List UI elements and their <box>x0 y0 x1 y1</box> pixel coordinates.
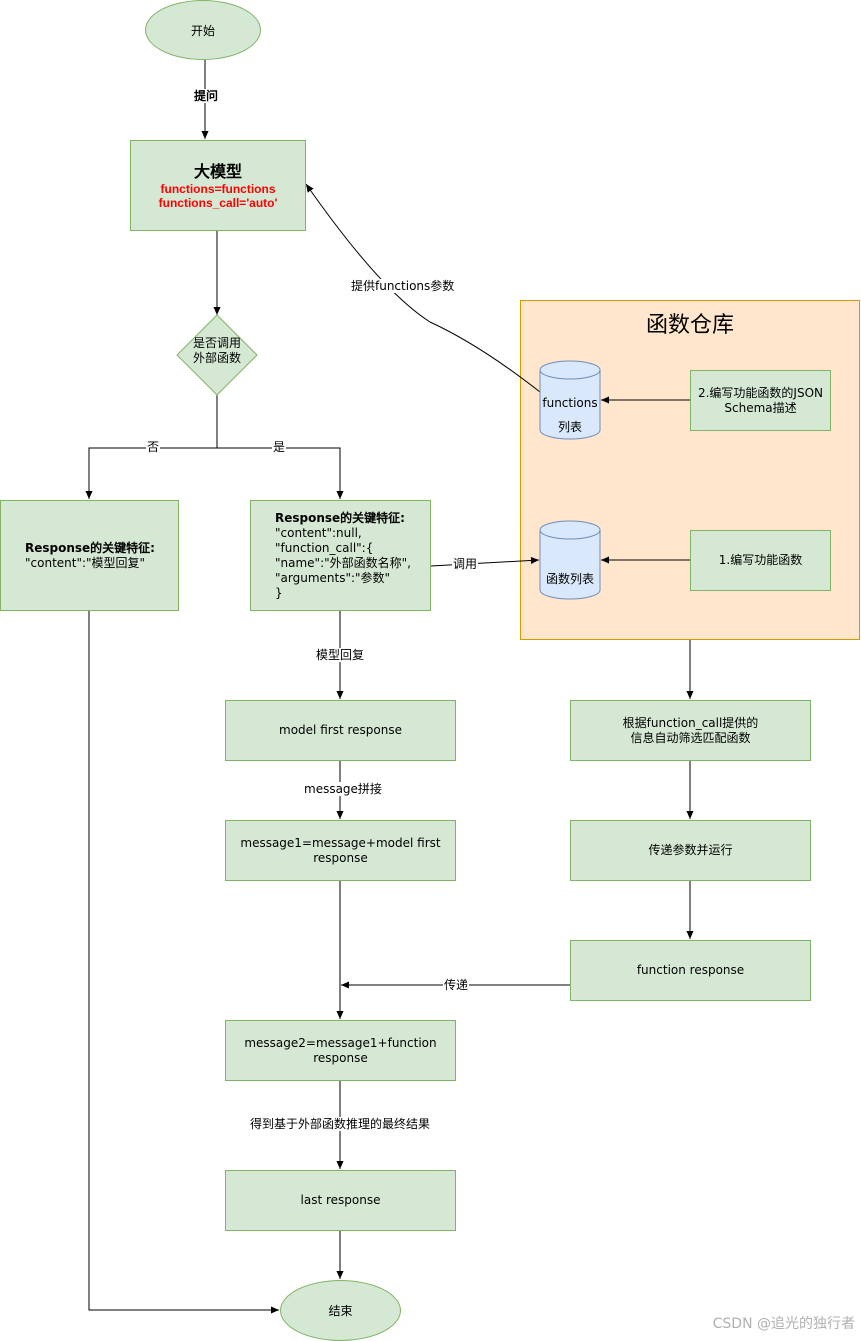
edge-functions-to-llm <box>305 183 541 393</box>
response-yes-line1: "content":null, <box>275 525 362 540</box>
edge-label-final: 得到基于外部函数推理的最终结果 <box>249 1117 432 1131</box>
function-response-node: function response <box>570 940 811 1001</box>
functions-list-label: functions 列表 <box>540 396 600 434</box>
message1-node: message1=message+model first response <box>225 820 456 881</box>
response-no-content: "content":"模型回复" <box>25 555 146 570</box>
function-list-label: 函数列表 <box>545 572 594 586</box>
edge-no-to-end <box>88 610 279 1314</box>
decision-diamond <box>176 314 258 396</box>
functions-list-line1: functions <box>542 396 598 410</box>
edge-decision-no <box>85 447 217 499</box>
message2-label: message2=message1+function response <box>244 1035 437 1065</box>
last-response-node: last response <box>225 1170 456 1231</box>
json-schema-line2: Schema描述 <box>724 400 797 415</box>
llm-node: 大模型 functions=functions functions_call='… <box>130 140 306 231</box>
warehouse-title: 函数仓库 <box>645 313 734 338</box>
response-yes-node: Response的关键特征: "content":null, "function… <box>250 500 431 611</box>
edge-decision-yes <box>217 447 344 499</box>
functions-list-cylinder <box>539 360 601 440</box>
json-schema-node: 2.编写功能函数的JSON Schema描述 <box>690 370 831 431</box>
pass-and-run-label: 传递参数并运行 <box>648 843 733 857</box>
watermark: CSDN @追光的独行者 <box>712 1316 855 1332</box>
edge-call <box>430 556 540 567</box>
edge-label-ask: 提问 <box>193 89 220 103</box>
llm-param-functions-call: functions_call='auto' <box>158 195 278 210</box>
message1-label: message1=message+model first response <box>240 835 441 865</box>
model-first-response-node: model first response <box>225 700 456 761</box>
model-first-response-label: model first response <box>279 723 402 737</box>
match-function-line2: 信息自动筛选匹配函数 <box>630 730 751 745</box>
message2-node: message2=message1+function response <box>225 1020 456 1081</box>
response-yes-heading: Response的关键特征: <box>275 510 405 525</box>
response-yes-line2: "function_call":{ <box>275 540 374 555</box>
write-function-node: 1.编写功能函数 <box>690 530 831 591</box>
start-node: 开始 <box>145 0 261 60</box>
decision-line1: 是否调用 <box>192 336 241 350</box>
response-yes-line3: "name":"外部函数名称", <box>275 555 411 570</box>
llm-param-functions: functions=functions <box>160 181 276 196</box>
edge-label-call: 调用 <box>452 557 479 571</box>
response-yes-line5: } <box>275 585 283 600</box>
match-function-line1: 根据function_call提供的 <box>622 715 759 730</box>
edge-label-provide-params: 提供functions参数 <box>350 279 456 293</box>
decision-line2: 外部函数 <box>192 351 241 365</box>
write-function-label: 1.编写功能函数 <box>718 553 803 567</box>
edge-label-model-reply: 模型回复 <box>315 648 366 662</box>
response-no-heading: Response的关键特征: <box>25 540 155 555</box>
edge-label-yes: 是 <box>272 440 287 454</box>
end-label: 结束 <box>328 1304 353 1318</box>
llm-title: 大模型 <box>193 161 242 181</box>
edge-label-pass: 传递 <box>443 978 470 992</box>
response-no-node: Response的关键特征: "content":"模型回复" <box>0 500 179 611</box>
functions-list-line2: 列表 <box>557 420 582 434</box>
json-schema-line1: 2.编写功能函数的JSON <box>697 385 824 400</box>
function-response-label: function response <box>636 963 745 977</box>
decision-label: 是否调用 外部函数 <box>177 336 257 366</box>
start-label: 开始 <box>190 23 215 38</box>
pass-and-run-node: 传递参数并运行 <box>570 820 811 881</box>
function-list-cylinder <box>539 520 601 600</box>
edge-label-concat: message拼接 <box>303 782 383 796</box>
match-function-node: 根据function_call提供的 信息自动筛选匹配函数 <box>570 700 811 761</box>
edge-label-no: 否 <box>146 440 161 454</box>
response-yes-line4: "arguments":"参数" <box>275 570 391 585</box>
end-node: 结束 <box>280 1280 401 1341</box>
last-response-label: last response <box>300 1193 381 1207</box>
